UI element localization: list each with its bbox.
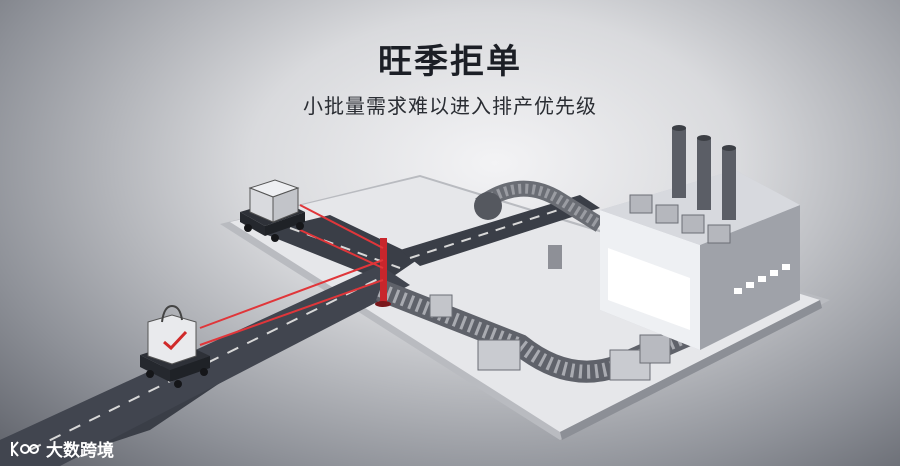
page-subtitle: 小批量需求难以进入排产优先级 — [303, 94, 597, 118]
brand-watermark: 大数跨境 — [10, 436, 114, 461]
cart-with-shopping-bag — [140, 304, 210, 388]
shopping-bag-icon — [147, 304, 197, 365]
brand-name: 大数跨境 — [46, 441, 114, 461]
factory-building — [600, 125, 800, 350]
page-title: 旺季拒单 — [378, 42, 522, 82]
package-box-icon — [248, 179, 300, 223]
cart-with-box — [240, 179, 305, 242]
laser-lines — [199, 204, 384, 346]
conveyor-belt — [375, 180, 705, 383]
red-barrier-post — [375, 238, 391, 307]
ks-logo-icon — [11, 440, 39, 457]
checkmark-icon — [163, 330, 188, 351]
